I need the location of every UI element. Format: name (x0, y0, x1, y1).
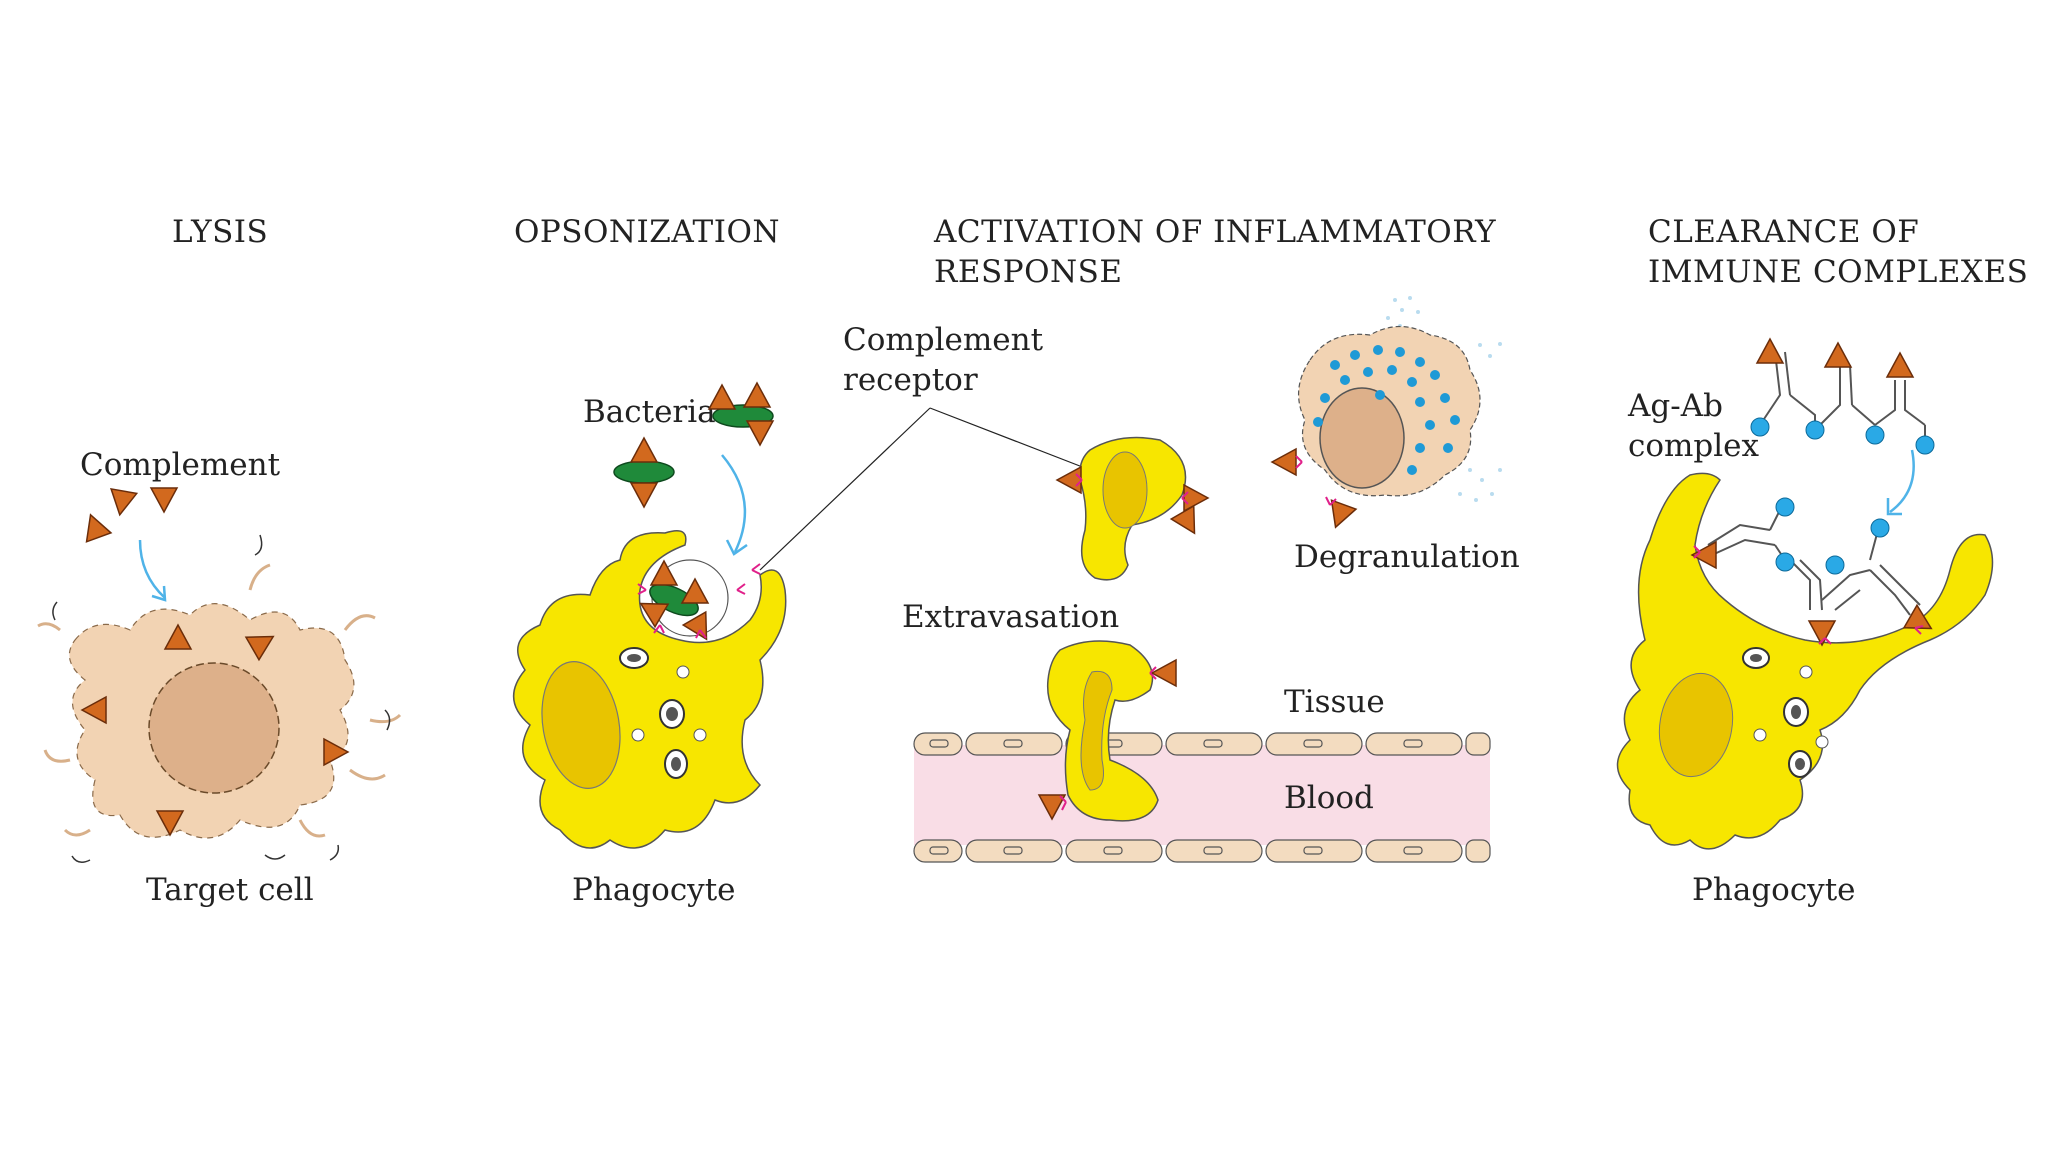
complement-receptor-label-line2: receptor (843, 362, 978, 398)
complement-receptor-label-line1: Complement (843, 322, 1044, 358)
lysis-title: LYSIS (172, 214, 268, 250)
inflammation-title-line1: ACTIVATION OF INFLAMMATORY (933, 214, 1496, 250)
extravasation-label: Extravasation (902, 599, 1119, 635)
opsonization-title: OPSONIZATION (514, 214, 780, 250)
inflammation-panel: Complement receptor (760, 296, 1520, 862)
receptor-pointer-lines (760, 408, 1085, 570)
clearance-panel: Ag-Ab complex (1618, 339, 1993, 908)
clearance-title-line2: IMMUNE COMPLEXES (1648, 254, 2028, 290)
activated-cell-nucleus (1103, 452, 1147, 528)
ag-ab-complex-label-line1: Ag-Ab (1627, 388, 1723, 424)
phagocyte-label: Phagocyte (1692, 872, 1856, 908)
arrow-icon (1890, 450, 1914, 512)
tissue-label: Tissue (1284, 684, 1385, 720)
bacteria-label: Bacteria (583, 394, 716, 430)
ag-ab-complex-label-line2: complex (1628, 428, 1760, 464)
lysis-panel: Complement Target cell (38, 447, 400, 908)
degranulation-label: Degranulation (1294, 539, 1520, 575)
arrow-icon (140, 540, 165, 598)
target-cell-label: Target cell (146, 872, 314, 908)
bacterium-left (614, 438, 674, 507)
degranulating-cell (1272, 296, 1502, 532)
target-cell-nucleus (149, 663, 279, 793)
inflammation-title-line2: RESPONSE (934, 254, 1122, 290)
blood-label: Blood (1284, 780, 1374, 816)
free-complement-triangles (78, 488, 177, 542)
phagocyte-label: Phagocyte (572, 872, 736, 908)
opsonization-panel: Bacteria (514, 383, 786, 908)
blood-vessel (914, 733, 1490, 862)
ag-ab-complex-top (1751, 339, 1934, 454)
clearance-title-line1: CLEARANCE OF (1648, 214, 1919, 250)
phagocyte-body (1618, 473, 1993, 849)
arrow-icon (722, 455, 745, 552)
complement-label: Complement (80, 447, 281, 483)
bacterium-top (709, 383, 773, 445)
